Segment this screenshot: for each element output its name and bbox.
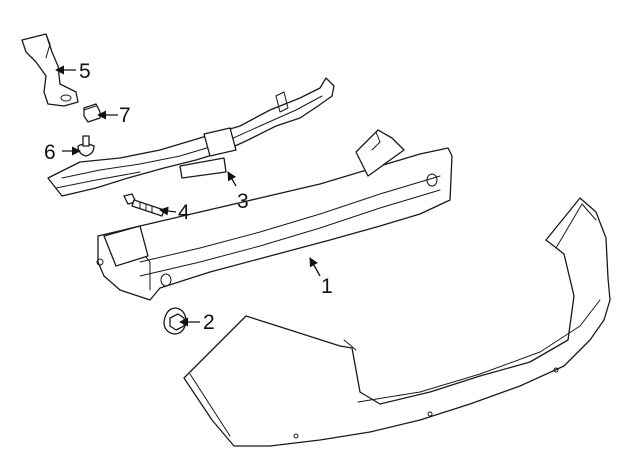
callout-6-label: 6 <box>44 141 56 164</box>
callout-3-label: 3 <box>237 190 249 213</box>
energy-absorber-part <box>47 77 335 197</box>
nut-part <box>163 307 187 335</box>
callout-5-label: 5 <box>79 60 91 83</box>
bolt-part <box>123 193 165 217</box>
callout-2-label: 2 <box>203 311 215 334</box>
callout-7-label: 7 <box>119 104 131 127</box>
reinforcement-bar-part <box>96 129 453 301</box>
clip-part <box>83 103 101 123</box>
callout-1-label: 1 <box>321 275 333 298</box>
side-bracket-part <box>21 33 79 107</box>
push-pin-part <box>77 135 95 157</box>
callout-3-leader <box>227 171 237 187</box>
callout-4-leader <box>159 206 177 216</box>
bumper-cover-part <box>183 197 611 447</box>
callout-1-leader <box>309 257 321 277</box>
callout-4-label: 4 <box>178 201 190 224</box>
